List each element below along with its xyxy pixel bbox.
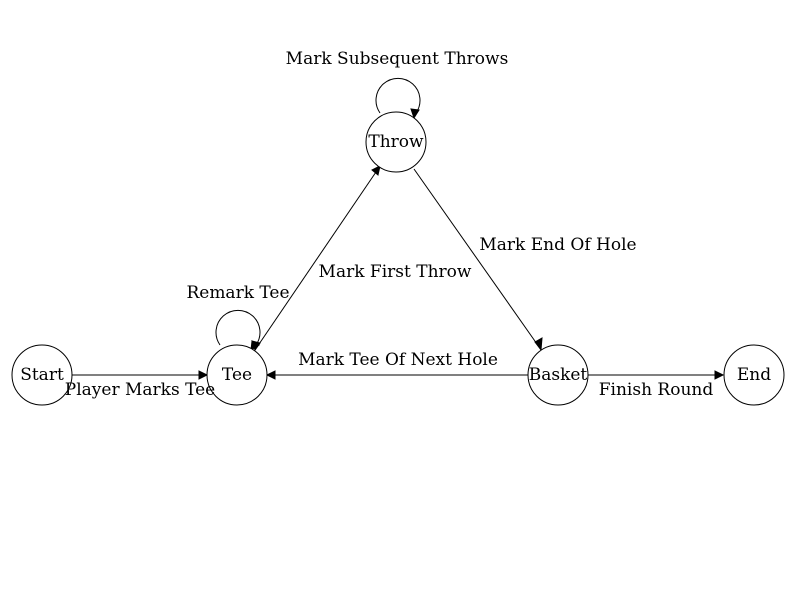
arrowhead-basket-to-end xyxy=(714,370,725,380)
edge-label-mark-subsequent-throws: Mark Subsequent Throws xyxy=(286,49,509,69)
node-throw-label: Throw xyxy=(368,132,424,152)
arrowhead-tee-to-throw xyxy=(371,165,381,176)
edge-throw-self-loop xyxy=(375,77,421,114)
arrowhead-start-to-tee xyxy=(198,370,209,380)
edge-label-mark-end-of-hole: Mark End Of Hole xyxy=(479,235,636,255)
node-basket: Basket xyxy=(527,344,589,406)
edge-label-mark-first-throw: Mark First Throw xyxy=(319,262,472,282)
arrowhead-throw-to-tee xyxy=(250,340,260,351)
arrowhead-throw-to-basket xyxy=(534,337,543,352)
edge-label-mark-tee-of-next-hole: Mark Tee Of Next Hole xyxy=(298,350,498,370)
node-end-label: End xyxy=(737,365,771,385)
node-start-label: Start xyxy=(20,365,64,385)
node-start-circle xyxy=(11,344,73,406)
edge-label-remark-tee: Remark Tee xyxy=(186,283,289,303)
node-start: Start xyxy=(11,344,73,406)
node-tee-circle xyxy=(206,344,268,406)
edge-throw-to-basket xyxy=(413,168,538,345)
node-end-circle xyxy=(723,344,785,406)
arrowhead-basket-to-tee xyxy=(265,370,276,380)
node-end: End xyxy=(723,344,785,406)
edge-tee-self-loop xyxy=(215,309,261,346)
edge-label-player-marks-tee: Player Marks Tee xyxy=(65,380,215,400)
node-basket-circle xyxy=(527,344,589,406)
node-tee-label: Tee xyxy=(222,365,252,385)
arrowhead-throw-self-loop xyxy=(410,108,420,120)
node-throw-circle xyxy=(365,111,427,173)
edge-label-finish-round: Finish Round xyxy=(599,380,714,400)
node-basket-label: Basket xyxy=(529,365,588,385)
node-tee: Tee xyxy=(206,344,268,406)
node-throw: Throw xyxy=(365,111,427,173)
edge-tee-to-throw xyxy=(254,171,377,351)
